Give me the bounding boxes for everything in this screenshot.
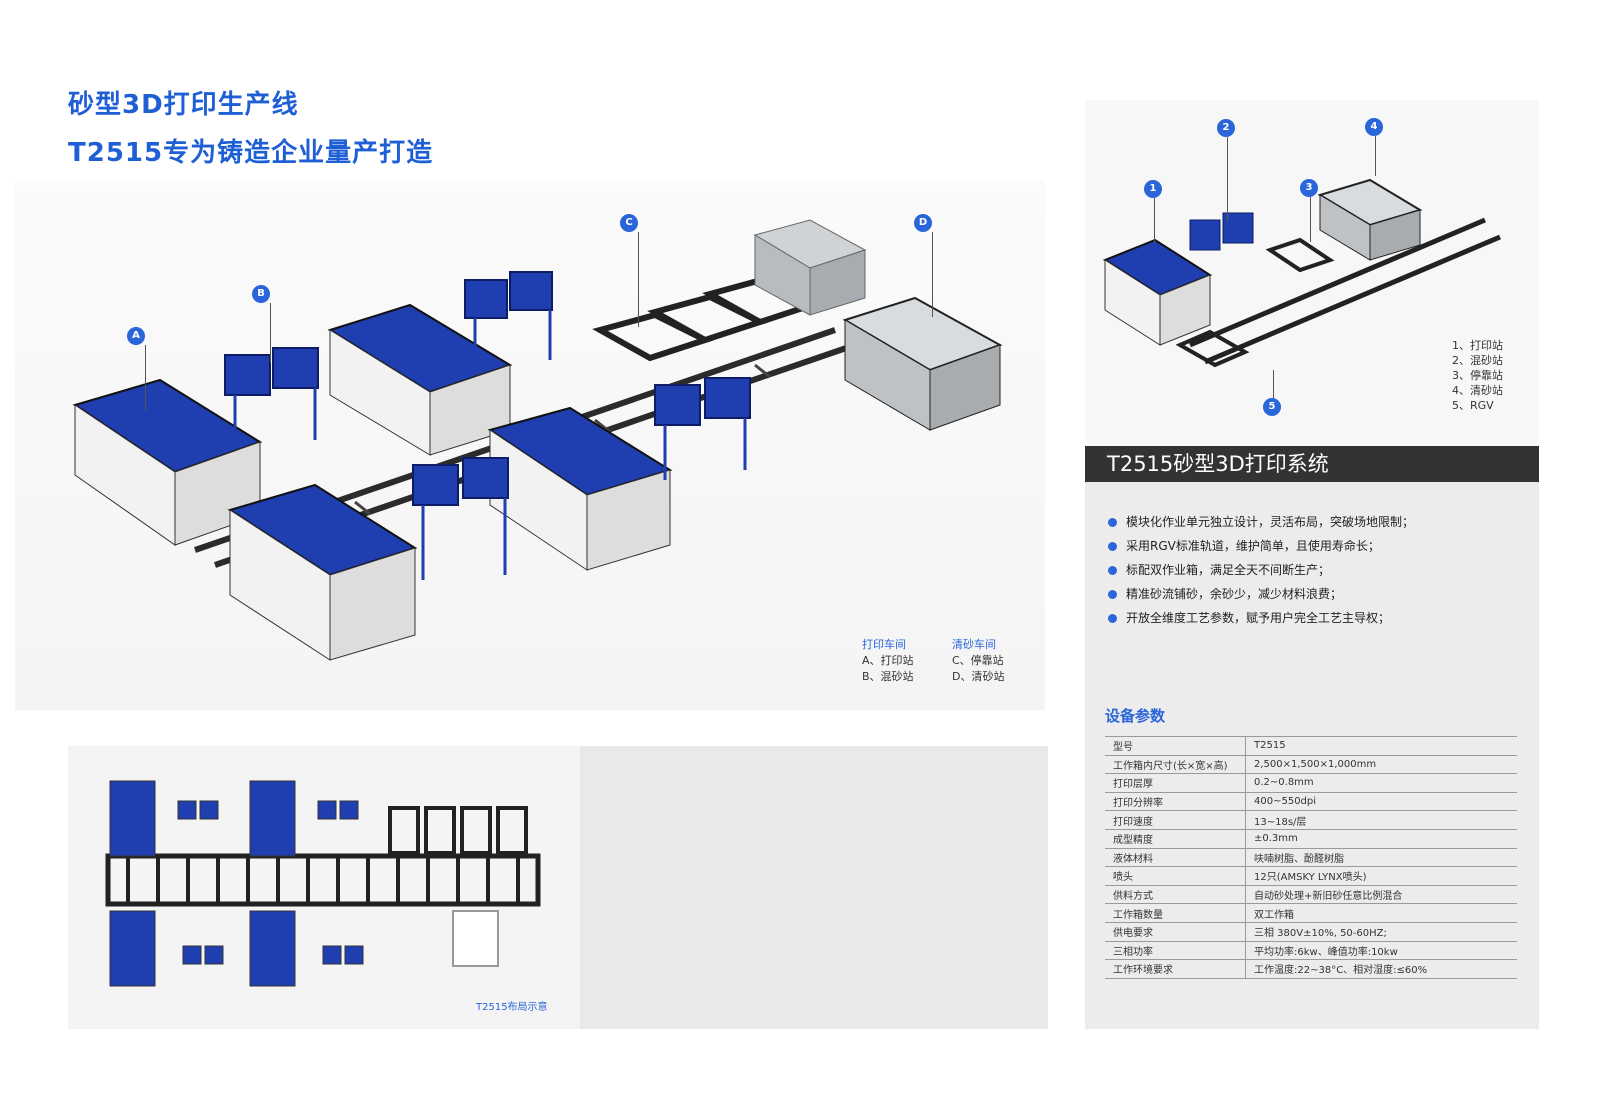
production-line-illustration (15, 180, 1045, 710)
param-key: 成型精度 (1105, 828, 1246, 849)
params-row: 工作箱数量双工作箱 (1105, 903, 1517, 923)
feature-item: 采用RGV标准轨道，维护简单，且使用寿命长； (1108, 537, 1380, 554)
param-key: 三相功率 (1105, 940, 1246, 960)
callout-a-badge: A (127, 327, 145, 345)
system-title-bar: T2515砂型3D打印系统 (1085, 446, 1539, 482)
params-row: 三相功率平均功率:6kw、峰值功率:10kw (1105, 940, 1517, 960)
legend-print-workshop: 打印车间 A、打印站 B、混砂站 (862, 638, 914, 683)
params-row: 工作箱内尺寸(长×宽×高)2,500×1,500×1,000mm (1105, 754, 1517, 774)
param-key: 工作环境要求 (1105, 959, 1246, 979)
callout-2-badge: 2 (1217, 119, 1235, 137)
bullet-dot-icon (1108, 614, 1117, 623)
callout-2-leader (1227, 137, 1228, 222)
params-row: 液体材料呋喃树脂、酚醛树脂 (1105, 847, 1517, 867)
cleaning-station (842, 296, 1003, 431)
param-value: T2515 (1245, 736, 1517, 756)
layout-diagram-panel: T2515布局示意 (68, 746, 580, 1029)
param-key: 供电要求 (1105, 921, 1246, 942)
param-key: 工作箱内尺寸(长×宽×高) (1105, 754, 1246, 774)
layout-caption: T2515布局示意 (476, 1002, 548, 1013)
param-value: 12只(AMSKY LYNX喷头) (1245, 866, 1517, 886)
callout-a-leader (145, 345, 146, 410)
bullet-dot-icon (1108, 518, 1117, 527)
callout-b-badge: B (252, 285, 270, 303)
callout-c-leader (638, 232, 639, 327)
callout-4-badge: 4 (1365, 118, 1383, 136)
callout-c-badge: C (620, 214, 638, 232)
params-row: 工作环境要求工作温度:22~38°C、相对湿度:≤60% (1105, 959, 1517, 979)
printer-station-4 (487, 406, 673, 571)
param-value: 平均功率:6kw、峰值功率:10kw (1245, 940, 1517, 960)
param-value: 自动砂处理+新旧砂任意比例混合 (1245, 884, 1517, 904)
param-key: 型号 (1105, 736, 1246, 756)
param-value: 三相 380V±10%, 50-60HZ; (1245, 921, 1517, 942)
blank-grey-panel (580, 746, 1048, 1029)
param-value: 工作温度:22~38°C、相对湿度:≤60% (1245, 959, 1517, 979)
feature-item: 模块化作业单元独立设计，灵活布局，突破场地限制； (1108, 513, 1414, 530)
param-value: 0.2~0.8mm (1245, 773, 1517, 793)
param-value: 2,500×1,500×1,000mm (1245, 754, 1517, 774)
param-key: 供料方式 (1105, 884, 1246, 904)
callout-5-leader (1273, 370, 1274, 400)
layout-diagram-drawing (105, 780, 541, 987)
bullet-dot-icon (1108, 590, 1117, 599)
params-row: 供电要求三相 380V±10%, 50-60HZ; (1105, 921, 1517, 942)
param-key: 工作箱数量 (1105, 903, 1246, 923)
printer-station-3 (227, 483, 418, 661)
station-legend: 1、打印站 2、混砂站 3、停靠站 4、清砂站 5、RGV (1452, 339, 1503, 412)
callout-b-leader (270, 303, 271, 363)
callout-1-leader (1154, 198, 1155, 243)
param-key: 液体材料 (1105, 847, 1246, 867)
callout-5-badge: 5 (1263, 398, 1281, 416)
param-key: 打印分辨率 (1105, 791, 1246, 811)
params-row: 成型精度±0.3mm (1105, 828, 1517, 849)
bullet-dot-icon (1108, 566, 1117, 575)
printer-station-2 (327, 303, 513, 456)
station-overview-illustration (1085, 100, 1539, 446)
param-value: 呋喃树脂、酚醛树脂 (1245, 847, 1517, 867)
feature-item: 标配双作业箱，满足全天不间断生产； (1108, 561, 1330, 578)
param-value: 双工作箱 (1245, 903, 1517, 923)
params-title: 设备参数 (1105, 707, 1166, 725)
param-value: ±0.3mm (1245, 828, 1517, 849)
page-title: 砂型3D打印生产线 (68, 90, 299, 120)
param-key: 喷头 (1105, 866, 1246, 886)
param-key: 打印速度 (1105, 810, 1246, 830)
legend-cleaning-workshop: 清砂车间 C、停靠站 D、清砂站 (952, 638, 1005, 683)
callout-4-leader (1375, 136, 1376, 176)
param-value: 400~550dpi (1245, 791, 1517, 811)
feature-item: 开放全维度工艺参数，赋予用户完全工艺主导权； (1108, 609, 1390, 626)
production-line-drawing (72, 219, 1003, 661)
feature-item: 精准砂流铺砂，余砂少，减少材料浪费； (1108, 585, 1342, 602)
sand-mixers (224, 271, 751, 506)
callout-3-leader (1310, 197, 1311, 242)
param-key: 打印层厚 (1105, 773, 1246, 793)
callout-d-badge: D (914, 214, 932, 232)
page-subtitle: T2515专为铸造企业量产打造 (68, 138, 434, 168)
param-value: 13~18s/层 (1245, 810, 1517, 830)
station-overview-drawing (1102, 178, 1501, 368)
bullet-dot-icon (1108, 542, 1117, 551)
callout-d-leader (932, 232, 933, 317)
params-row: 供料方式自动砂处理+新旧砂任意比例混合 (1105, 884, 1517, 904)
callout-1-badge: 1 (1144, 180, 1162, 198)
mixer-frames (233, 310, 747, 580)
callout-3-badge: 3 (1300, 179, 1318, 197)
